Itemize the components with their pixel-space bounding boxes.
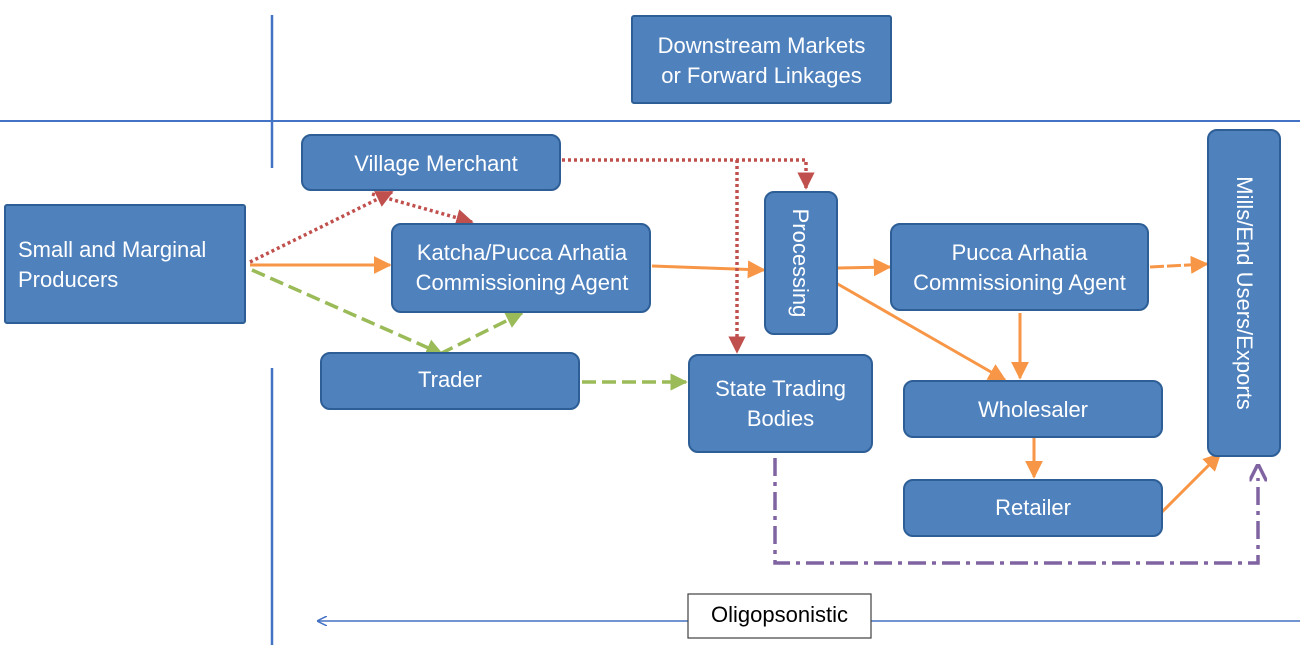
producers-line-1: Small and Marginal [18, 237, 206, 262]
header-box: Downstream Markets or Forward Linkages [631, 15, 892, 104]
flow-retailer-to-mills [1160, 452, 1222, 514]
producers-box: Small and Marginal Producers [4, 204, 246, 324]
state-trading-box: State Trading Bodies [688, 354, 873, 453]
header-line-1: Downstream Markets [658, 33, 866, 58]
pucca-agent-box: Pucca Arhatia Commissioning Agent [890, 223, 1149, 311]
retailer-label: Retailer [995, 495, 1071, 520]
flow-producers-to-village-merchant [249, 190, 394, 264]
flow-processing-to-pucca-agent [837, 258, 892, 277]
wholesaler-box: Wholesaler [903, 380, 1163, 438]
pucca-agent-line-1: Pucca Arhatia [952, 240, 1089, 265]
wholesaler-label: Wholesaler [978, 397, 1088, 422]
flow-state-trading-to-mills [773, 458, 1258, 565]
katcha-agent-box: Katcha/Pucca Arhatia Commissioning Agent [391, 223, 651, 313]
flow-producers-to-trader [251, 268, 444, 356]
katcha-agent-line-1: Katcha/Pucca Arhatia [417, 240, 628, 265]
mills-label: Mills/End Users/Exports [1232, 176, 1257, 410]
flow-trader-to-katcha-agent [439, 311, 524, 356]
state-trading-line-1: State Trading [715, 376, 846, 401]
flow-village-merchant-to-katcha-agent [371, 192, 474, 227]
state-trading-line-2: Bodies [747, 406, 814, 431]
flow-processing-to-wholesaler [835, 281, 1007, 382]
trader-label: Trader [418, 367, 482, 392]
producers-line-2: Producers [18, 267, 118, 292]
village-merchant-label: Village Merchant [354, 151, 517, 176]
oligopsonistic-label: Oligopsonistic [711, 602, 848, 627]
flow-village-merchant-to-processing [562, 158, 815, 190]
flow-arrows [249, 158, 1258, 565]
pucca-agent-line-2: Commissioning Agent [913, 270, 1126, 295]
header-line-2: or Forward Linkages [661, 63, 862, 88]
mills-box: Mills/End Users/Exports [1207, 129, 1281, 457]
processing-label: Processing [788, 209, 813, 318]
flow-pucca-agent-to-mills [1149, 255, 1209, 274]
village-merchant-box: Village Merchant [301, 134, 561, 191]
oligopsonistic-label-box: Oligopsonistic [687, 593, 872, 639]
katcha-agent-line-2: Commissioning Agent [416, 270, 629, 295]
flow-katcha-agent-to-processing [651, 260, 766, 279]
processing-box: Processing [764, 191, 838, 335]
retailer-box: Retailer [903, 479, 1163, 537]
trader-box: Trader [320, 352, 580, 410]
divider-lines [0, 15, 1300, 645]
